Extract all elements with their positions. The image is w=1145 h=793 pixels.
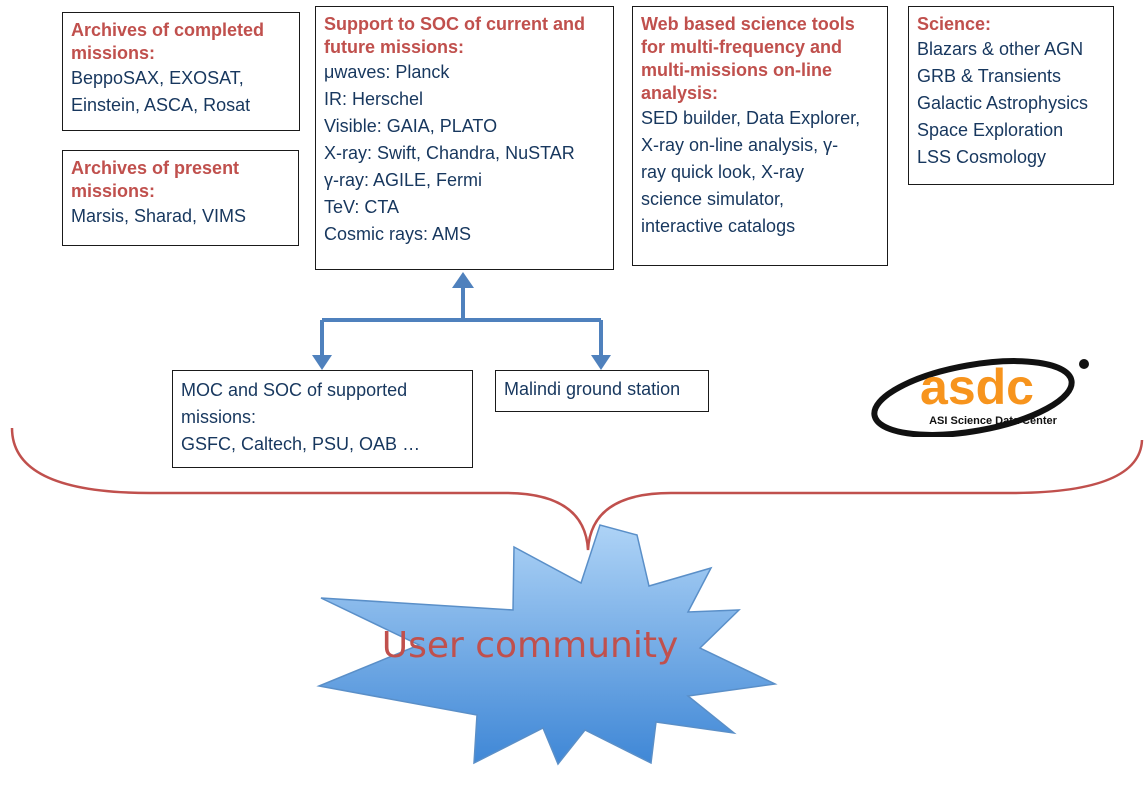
archives-present-heading-2: missions: [71,181,156,201]
connector-arrows [320,286,603,356]
archives-completed-box: Archives of completed missions: BeppoSAX… [62,12,300,131]
user-community-star [316,524,778,766]
science-line-5: LSS Cosmology [917,147,1047,167]
logo-subtitle: ASI Science Data Center [929,415,1057,427]
up-arrowhead [452,272,474,288]
support-soc-box: Support to SOC of current and future mis… [315,6,614,270]
web-tools-box: Web based science tools for multi-freque… [632,6,888,266]
science-box: Science: Blazars & other AGN GRB & Trans… [908,6,1114,185]
archives-present-heading-1: Archives of present [71,158,240,178]
moc-soc-line-3: GSFC, Caltech, PSU, OAB … [181,434,421,454]
support-soc-line-4: X-ray: Swift, Chandra, NuSTAR [324,143,575,163]
science-line-2: GRB & Transients [917,66,1062,86]
web-tools-line-3: ray quick look, X-ray [641,162,805,182]
archives-completed-line-2: Einstein, ASCA, Rosat [71,95,251,115]
support-soc-line-2: IR: Herschel [324,89,424,109]
support-soc-line-6: TeV: CTA [324,197,400,217]
science-line-3: Galactic Astrophysics [917,93,1089,113]
moc-soc-line-1: MOC and SOC of supported [181,380,408,400]
web-tools-heading-4: analysis: [641,83,719,103]
logo-wordmark: asdc [920,359,1034,415]
archives-completed-line-1: BeppoSAX, EXOSAT, [71,68,244,88]
science-line-4: Space Exploration [917,120,1064,140]
support-soc-line-1: μwaves: Planck [324,62,450,82]
support-soc-heading-2: future missions: [324,37,465,57]
science-heading: Science: [917,14,992,34]
web-tools-line-5: interactive catalogs [641,216,796,236]
user-community-label: User community [381,625,679,666]
web-tools-heading-1: Web based science tools [641,14,855,34]
malindi-box: Malindi ground station [495,370,709,412]
right-down-arrowhead [591,355,611,370]
support-soc-heading-1: Support to SOC of current and [324,14,585,34]
asdc-logo-graphic: asdc ASI Science Data Center [871,358,1089,438]
asdc-logo: asdc ASI Science Data Center [869,352,1105,438]
archives-completed-heading-2: missions: [71,43,156,63]
malindi-line: Malindi ground station [504,379,681,399]
moc-soc-box: MOC and SOC of supported missions: GSFC,… [172,370,473,468]
archives-completed-heading-1: Archives of completed [71,20,265,40]
web-tools-line-2: X-ray on-line analysis, γ- [641,135,839,155]
archives-present-line-1: Marsis, Sharad, VIMS [71,206,247,226]
web-tools-line-4: science simulator, [641,189,785,209]
web-tools-heading-2: for multi-frequency and [641,37,843,57]
support-soc-line-7: Cosmic rays: AMS [324,224,472,244]
web-tools-line-1: SED builder, Data Explorer, [641,108,861,128]
science-line-1: Blazars & other AGN [917,39,1084,59]
archives-present-box: Archives of present missions: Marsis, Sh… [62,150,299,246]
support-soc-line-3: Visible: GAIA, PLATO [324,116,498,136]
support-soc-line-5: γ-ray: AGILE, Fermi [324,170,483,190]
web-tools-heading-3: multi-missions on-line [641,60,833,80]
left-down-arrowhead [312,355,332,370]
moc-soc-line-2: missions: [181,407,257,427]
curly-brace [10,427,1144,551]
